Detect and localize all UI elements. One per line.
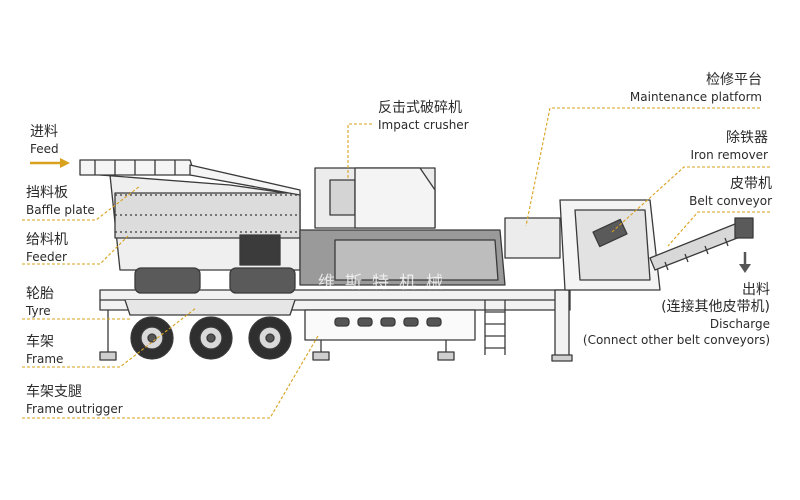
label-tyre-zh: 轮胎 xyxy=(26,286,54,302)
discharge-arrow xyxy=(739,252,751,273)
belt-conveyor-body xyxy=(649,217,754,271)
label-discharge-zh: 出料 xyxy=(742,282,770,298)
label-feeder: 给料机 Feeder xyxy=(26,232,68,265)
leader-baffle xyxy=(22,185,141,221)
label-outrigger-en: Frame outrigger xyxy=(26,402,123,416)
tyre-1 xyxy=(130,316,174,360)
label-tyre-en: Tyre xyxy=(26,304,51,318)
leader-frame xyxy=(22,307,197,368)
label-belt-en: Belt conveyor xyxy=(689,194,772,208)
leader-lines xyxy=(22,107,770,419)
label-iron-zh: 除铁器 xyxy=(726,130,768,146)
leader-maintenance xyxy=(525,107,760,227)
label-feed-zh: 进料 xyxy=(30,124,58,140)
leader-crusher xyxy=(347,123,372,178)
label-feed-en: Feed xyxy=(30,142,59,156)
label-belt-zh: 皮带机 xyxy=(730,176,772,192)
label-tyre: 轮胎 Tyre xyxy=(26,286,54,319)
label-impact-crusher: 反击式破碎机 Impact crusher xyxy=(378,100,469,133)
feeder-body xyxy=(79,159,301,294)
label-discharge-en: Discharge xyxy=(709,317,770,331)
watermark: 维斯特机械 xyxy=(318,273,453,293)
label-crusher-en: Impact crusher xyxy=(378,118,469,132)
label-feed: 进料 Feed xyxy=(30,124,59,157)
label-frame-zh: 车架 xyxy=(26,334,54,350)
tyre-3 xyxy=(248,316,292,360)
label-baffle-zh: 挡料板 xyxy=(26,185,68,201)
label-maintenance-zh: 检修平台 xyxy=(706,72,762,88)
label-maintenance-en: Maintenance platform xyxy=(629,90,762,104)
label-belt-conveyor: 皮带机 Belt conveyor xyxy=(689,176,772,209)
label-frame: 车架 Frame xyxy=(26,334,63,367)
label-frame-en: Frame xyxy=(26,352,64,366)
impact-crusher xyxy=(299,167,506,286)
leader-feeder xyxy=(22,235,129,265)
label-feeder-en: Feeder xyxy=(26,250,67,264)
suspension xyxy=(124,299,296,316)
label-maintenance-platform: 检修平台 Maintenance platform xyxy=(630,72,762,105)
tyre-2 xyxy=(189,316,233,360)
label-iron-remover: 除铁器 Iron remover xyxy=(691,130,768,163)
label-discharge-zh2: (连接其他皮带机) xyxy=(661,299,770,315)
label-iron-en: Iron remover xyxy=(690,148,768,162)
label-discharge: 出料 (连接其他皮带机) Discharge (Connect other be… xyxy=(583,282,770,348)
label-discharge-en2: (Connect other belt conveyors) xyxy=(582,333,770,347)
label-outrigger-zh: 车架支腿 xyxy=(26,384,82,400)
label-baffle-en: Baffle plate xyxy=(26,203,95,217)
feed-arrowhead xyxy=(60,158,70,168)
leader-iron xyxy=(611,166,770,233)
leader-belt xyxy=(667,211,770,247)
label-crusher-zh: 反击式破碎机 xyxy=(378,100,462,116)
maintenance-platform-body xyxy=(504,199,661,291)
label-baffle-plate: 挡料板 Baffle plate xyxy=(26,185,95,218)
label-feeder-zh: 给料机 xyxy=(26,232,68,248)
label-frame-outrigger: 车架支腿 Frame outrigger xyxy=(26,384,123,417)
leader-outrigger xyxy=(22,335,319,419)
tyres xyxy=(130,316,292,360)
